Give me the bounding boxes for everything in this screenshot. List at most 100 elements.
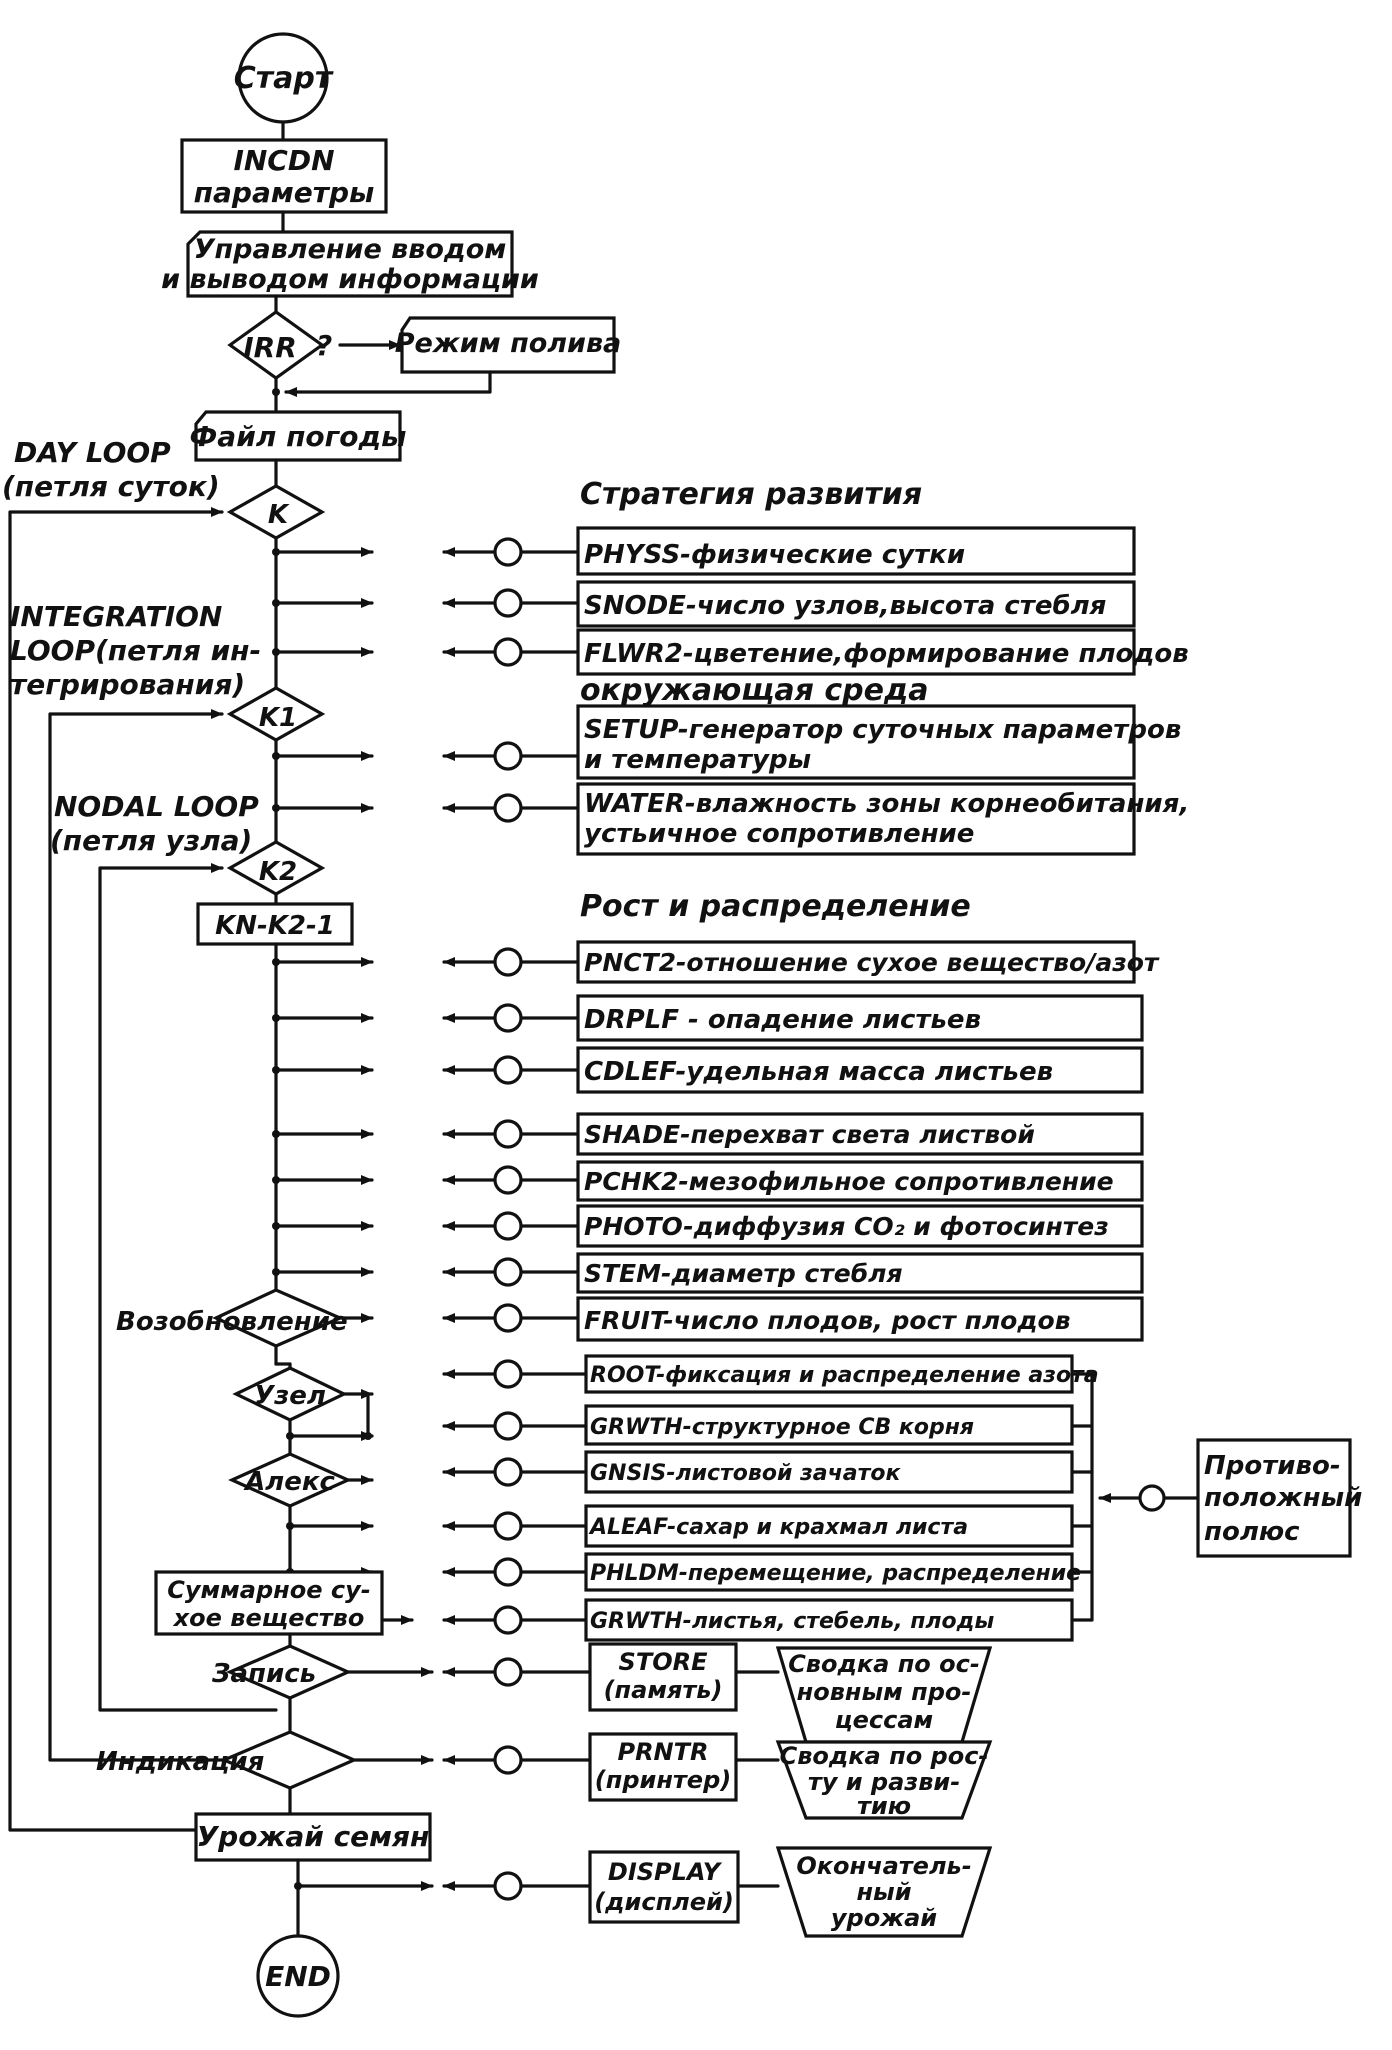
node-decision: Узел [232,1366,348,1422]
store-line1: STORE [619,1648,709,1676]
stem-label: STEM-диаметр стебля [584,1259,903,1288]
kn-label: KN-K2-1 [215,911,335,941]
start-terminal: Старт [234,32,334,124]
display-output-line3: урожай [831,1904,937,1932]
io-control-line1: Управление вводом [194,234,507,265]
io-control-line2: и выводом информации [161,264,539,295]
irrigation-mode-label: Режим полива [395,328,622,359]
shade-label: SHADE-перехват света листвой [584,1120,1035,1149]
integration-loop-title: INTEGRATION [10,600,222,633]
prntr-output-line2: ту и разви- [808,1768,960,1796]
root-label: ROOT-фиксация и распределение азота [590,1363,1099,1388]
physs-label: PHYSS-физические сутки [584,540,965,570]
display-line2: (дисплей) [594,1888,734,1916]
growth-section-title: Рост и распределение [580,889,971,924]
day-loop-title: DAY LOOP [14,436,171,469]
alex-decision: Алекс [228,1452,352,1508]
fruit-label: FRUIT-число плодов, рост плодов [584,1306,1071,1335]
day-loop-subtitle: (петля суток) [2,470,220,503]
store-output-line1: Сводка по ос- [788,1650,980,1678]
water-row: WATER-влажность зоны корнеобитания, усть… [272,782,1189,856]
gnsis-label: GNSIS-листовой зачаток [590,1461,901,1486]
k1-label: K1 [259,703,297,733]
irr-label: IRR [243,331,297,364]
k2-label: K2 [259,857,297,887]
fruit-row: FRUIT-число плодов, рост плодов [338,1296,1144,1342]
pchk2-box [576,1160,1144,1202]
grwth-root-row: GRWTH-структурное СВ корня [442,1404,1074,1446]
display-line1: DISPLAY [608,1858,723,1886]
snode-label: SNODE-число узлов,высота стебля [584,591,1106,621]
stem-box [576,1252,1144,1294]
irr-question: ? [316,329,332,362]
water-label-1: WATER-влажность зоны корнеобитания, [584,789,1189,819]
fruit-box [576,1296,1144,1342]
prntr-output: Сводка по рос- ту и разви- тию [775,1740,993,1820]
aleaf-row: ALEAF-сахар и крахмал листа [286,1504,1074,1548]
display-output-line2: ный [856,1878,911,1906]
phldm-box [584,1552,1074,1592]
k-label: K [268,500,290,530]
setup-label-2: и температуры [584,745,811,775]
k1-decision: K1 [226,686,326,742]
total-dry-line1: Суммарное су- [167,1576,370,1604]
gnsis-row: GNSIS-листовой зачаток [442,1450,1074,1494]
start-label: Старт [234,61,334,96]
total-dry-matter-box: Суммарное су- хое вещество [154,1570,384,1636]
kn-box: KN-K2-1 [196,902,354,946]
drplf-row: DRPLF - опадение листьев [272,994,1144,1042]
drplf-label: DRPLF - опадение листьев [584,1005,981,1035]
aleaf-label: ALEAF-сахар и крахмал листа [588,1515,968,1540]
physs-row: PHYSS-физические сутки [272,526,1136,576]
store-output-line3: цессам [835,1706,933,1734]
nodal-loop-subtitle: (петля узла) [50,824,252,857]
node-label: Узел [254,1381,326,1411]
grwth-leaf-label: GRWTH-листья, стебель, плоды [590,1609,994,1634]
k2-decision: K2 [226,840,326,896]
store-output: Сводка по ос- новным про- цессам [775,1646,993,1744]
end-terminal: END [256,1934,340,2018]
incdn-title: INCDN [233,144,334,177]
irrigation-mode-box: Режим полива [395,316,622,374]
snode-row: SNODE-число узлов,высота стебля [272,580,1136,628]
cdlef-row: CDLEF-удельная масса листьев [272,1046,1144,1094]
prntr-line2: (принтер) [595,1766,731,1794]
pnct2-row: PNCT2-отношение сухое вещество/азот [272,940,1160,984]
opposite-pole-box: Противо- положный полюс [1196,1438,1362,1558]
io-control-box: Управление вводом и выводом информации [161,230,539,298]
drplf-box [576,994,1144,1042]
yield-label: Урожай семян [197,1820,430,1853]
physs-box [576,526,1136,576]
setup-row: SETUP-генератор суточных параметров и те… [272,704,1181,780]
setup-box [576,704,1136,780]
opposite-pole-line1: Противо- [1204,1451,1341,1481]
prntr-box: PRNTR (принтер) [588,1732,738,1802]
stem-row: STEM-диаметр стебля [272,1252,1144,1294]
pnct2-box [576,940,1136,984]
shade-row: SHADE-перехват света листвой [272,1112,1144,1156]
weather-file-label: Файл погоды [190,420,407,453]
display-output-line1: Окончатель- [796,1852,971,1880]
photo-label: PHOTO-диффузия CO₂ и фотосинтез [584,1212,1109,1241]
weather-file-box: Файл погоды [190,410,407,462]
alex-label: Алекс [243,1467,335,1497]
grwth-root-label: GRWTH-структурное СВ корня [590,1415,974,1440]
indication-label: Индикация [96,1747,264,1777]
renewal-decision: Возобновление [116,1288,348,1348]
total-dry-line2: хое вещество [173,1604,365,1632]
water-box [576,782,1136,856]
opposite-pole-line2: положный [1204,1483,1362,1513]
pnct2-label: PNCT2-отношение сухое вещество/азот [584,948,1160,977]
photo-box [576,1204,1144,1248]
grwth-root-box [584,1404,1074,1446]
pchk2-label: PCHK2-мезофильное сопротивление [584,1167,1114,1196]
cdlef-label: CDLEF-удельная масса листьев [584,1057,1053,1087]
indication-decision: Индикация [96,1730,358,1790]
incdn-box: INCDN параметры [180,138,388,214]
incdn-subtitle: параметры [194,176,375,209]
store-output-line2: новным про- [797,1678,972,1706]
prntr-output-line3: тию [857,1792,911,1820]
display-box: DISPLAY (дисплей) [588,1850,740,1924]
k-decision: K [226,484,326,540]
flwr2-label: FLWR2-цветение,формирование плодов [584,639,1189,669]
